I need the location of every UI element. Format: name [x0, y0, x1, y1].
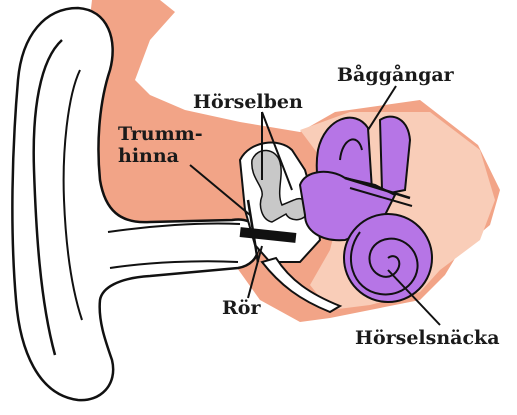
label-trummhinna-line2: hinna — [118, 145, 179, 167]
label-ror: Rör — [222, 297, 260, 319]
label-horselsnacka: Hörselsnäcka — [355, 327, 500, 349]
label-trummhinna-line1: Trumm- — [118, 123, 203, 145]
label-baggangar: Båggångar — [337, 64, 454, 86]
label-horselben: Hörselben — [193, 91, 303, 113]
